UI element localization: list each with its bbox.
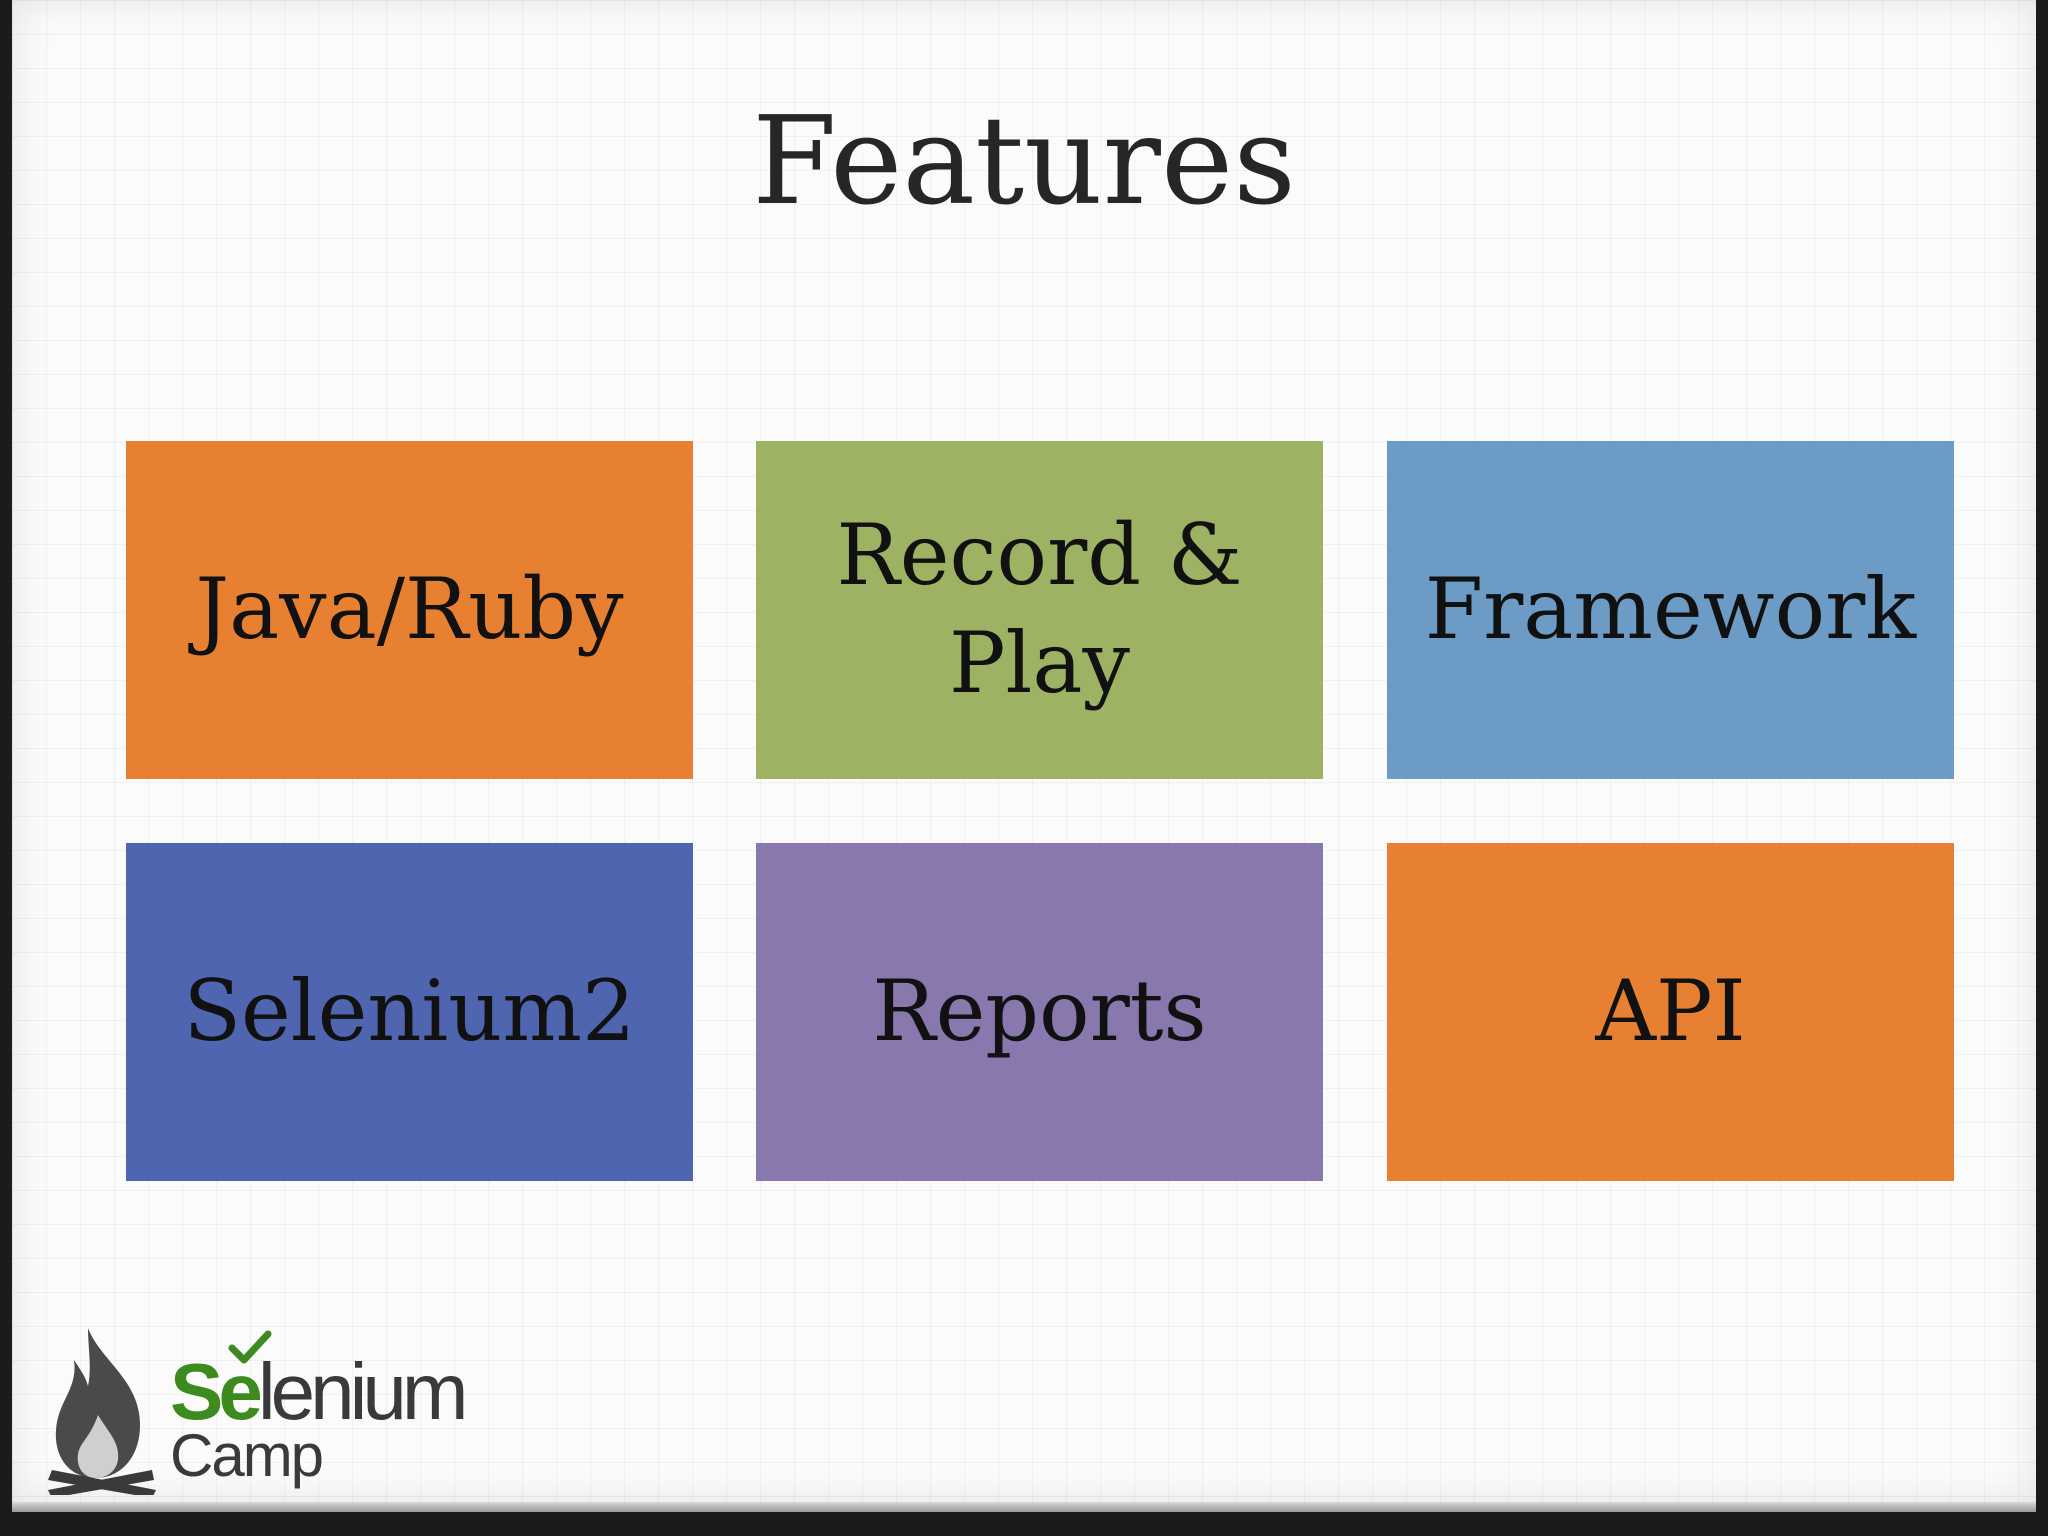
logo-camp-text: Camp (170, 1422, 324, 1489)
presentation-slide: Features Java/Ruby Record & Play Framewo… (12, 0, 2036, 1502)
slide-title: Features (752, 90, 1296, 232)
campfire-icon (48, 1328, 156, 1495)
feature-box-record-play: Record & Play (756, 441, 1323, 779)
feature-label: Java/Ruby (195, 560, 624, 659)
logo-selenium-text: Selenium (170, 1347, 469, 1436)
feature-grid: Java/Ruby Record & Play Framework Seleni… (126, 441, 1956, 1181)
feature-box-reports: Reports (756, 843, 1323, 1181)
selenium-camp-logo: Selenium Camp (48, 1320, 488, 1495)
feature-label: API (1595, 962, 1746, 1061)
slide-bottom-edge (12, 1502, 2036, 1512)
feature-label: Framework (1424, 560, 1917, 659)
feature-label: Record & Play (836, 506, 1243, 712)
feature-box-java-ruby: Java/Ruby (126, 441, 693, 779)
feature-box-selenium2: Selenium2 (126, 843, 693, 1181)
logo-wordmark: Selenium Camp (170, 1330, 469, 1489)
feature-label: Reports (872, 962, 1207, 1061)
feature-box-framework: Framework (1387, 441, 1954, 779)
feature-label: Selenium2 (183, 962, 636, 1061)
feature-box-api: API (1387, 843, 1954, 1181)
checkmark-icon (228, 1330, 272, 1364)
